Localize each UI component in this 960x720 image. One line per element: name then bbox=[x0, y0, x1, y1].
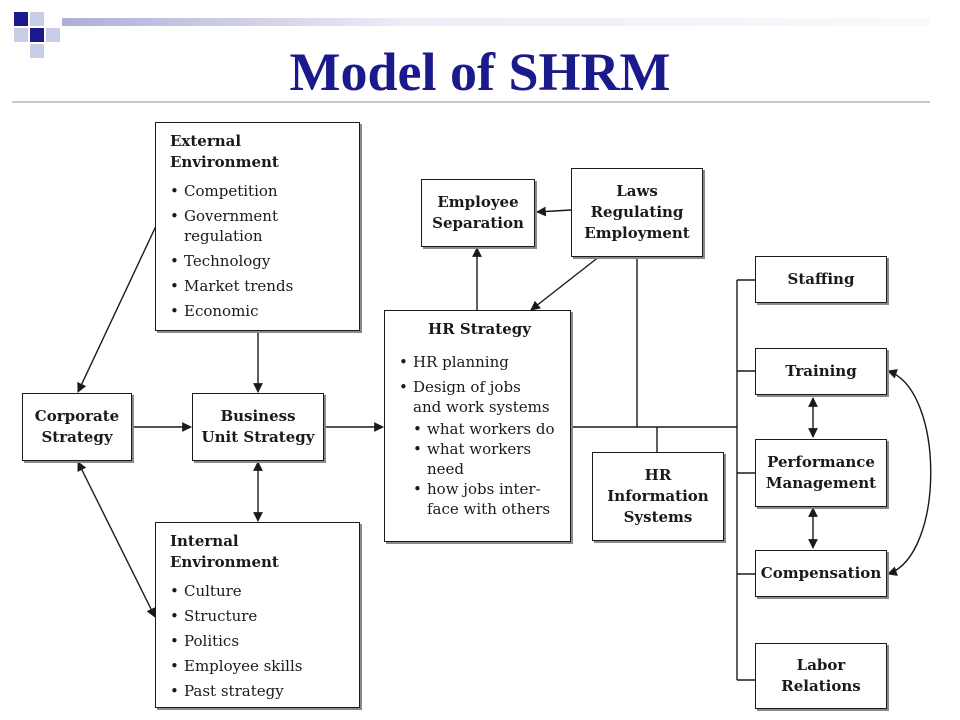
corporate-strategy-box: Corporate Strategy bbox=[22, 393, 132, 461]
corner-square-dark-2 bbox=[30, 28, 44, 42]
list-item: Economic bbox=[170, 301, 349, 321]
list-item: Politics bbox=[170, 631, 349, 651]
internal-environment-box: Internal Environment Culture Structure P… bbox=[155, 522, 360, 708]
hr-strategy-heading: HR Strategy bbox=[428, 320, 531, 338]
corner-square-light-2 bbox=[14, 28, 28, 42]
training-box: Training bbox=[755, 348, 887, 395]
compensation-box: Compensation bbox=[755, 550, 887, 597]
internal-environment-heading: Internal Environment bbox=[170, 532, 279, 571]
laws-regulating-employment-box: Laws Regulating Employment bbox=[571, 168, 703, 257]
corner-square-dark-1 bbox=[14, 12, 28, 26]
staffing-box: Staffing bbox=[755, 256, 887, 303]
title-band bbox=[62, 18, 930, 26]
employee-separation-box: Employee Separation bbox=[421, 179, 535, 247]
arrow-corporate-internal bbox=[77, 461, 156, 618]
external-environment-box: External Environment Competition Governm… bbox=[155, 122, 360, 331]
list-item: HR planning bbox=[399, 352, 560, 372]
list-item: Design of jobs and work systems what wor… bbox=[399, 377, 560, 519]
corner-square-light-4 bbox=[30, 44, 44, 58]
sublist-item: how jobs inter- face with others bbox=[413, 479, 560, 519]
arrow-external-to-corporate bbox=[77, 225, 157, 393]
hr-strategy-sublist: what workers do what workers need how jo… bbox=[413, 419, 560, 519]
arrow-training-compensation bbox=[887, 369, 932, 576]
sublist-item: what workers do bbox=[413, 419, 560, 439]
sublist-item: what workers need bbox=[413, 439, 560, 479]
internal-environment-list: Culture Structure Politics Employee skil… bbox=[170, 581, 349, 701]
arrow-laws-to-hr bbox=[530, 255, 601, 311]
arrow-laws-to-separation bbox=[536, 206, 572, 217]
hr-information-systems-box: HR Information Systems bbox=[592, 452, 724, 541]
hr-strategy-list: HR planning Design of jobs and work syst… bbox=[399, 352, 560, 519]
external-environment-list: Competition Government regulation Techno… bbox=[170, 181, 349, 321]
corner-square-light-1 bbox=[30, 12, 44, 26]
slide-title: Model of SHRM bbox=[289, 42, 671, 102]
title-divider bbox=[12, 101, 930, 103]
performance-management-box: Performance Management bbox=[755, 439, 887, 507]
list-item: Structure bbox=[170, 606, 349, 626]
list-item: Employee skills bbox=[170, 656, 349, 676]
external-environment-heading: External Environment bbox=[170, 132, 279, 171]
list-item: Government regulation bbox=[170, 206, 349, 246]
business-unit-strategy-box: Business Unit Strategy bbox=[192, 393, 324, 461]
labor-relations-box: Labor Relations bbox=[755, 643, 887, 709]
list-item: Competition bbox=[170, 181, 349, 201]
list-item: Culture bbox=[170, 581, 349, 601]
list-item: Past strategy bbox=[170, 681, 349, 701]
list-item-label: Design of jobs and work systems bbox=[413, 378, 550, 416]
list-item: Market trends bbox=[170, 276, 349, 296]
list-item: Technology bbox=[170, 251, 349, 271]
hr-strategy-box: HR Strategy HR planning Design of jobs a… bbox=[384, 310, 571, 542]
corner-square-light-3 bbox=[46, 28, 60, 42]
